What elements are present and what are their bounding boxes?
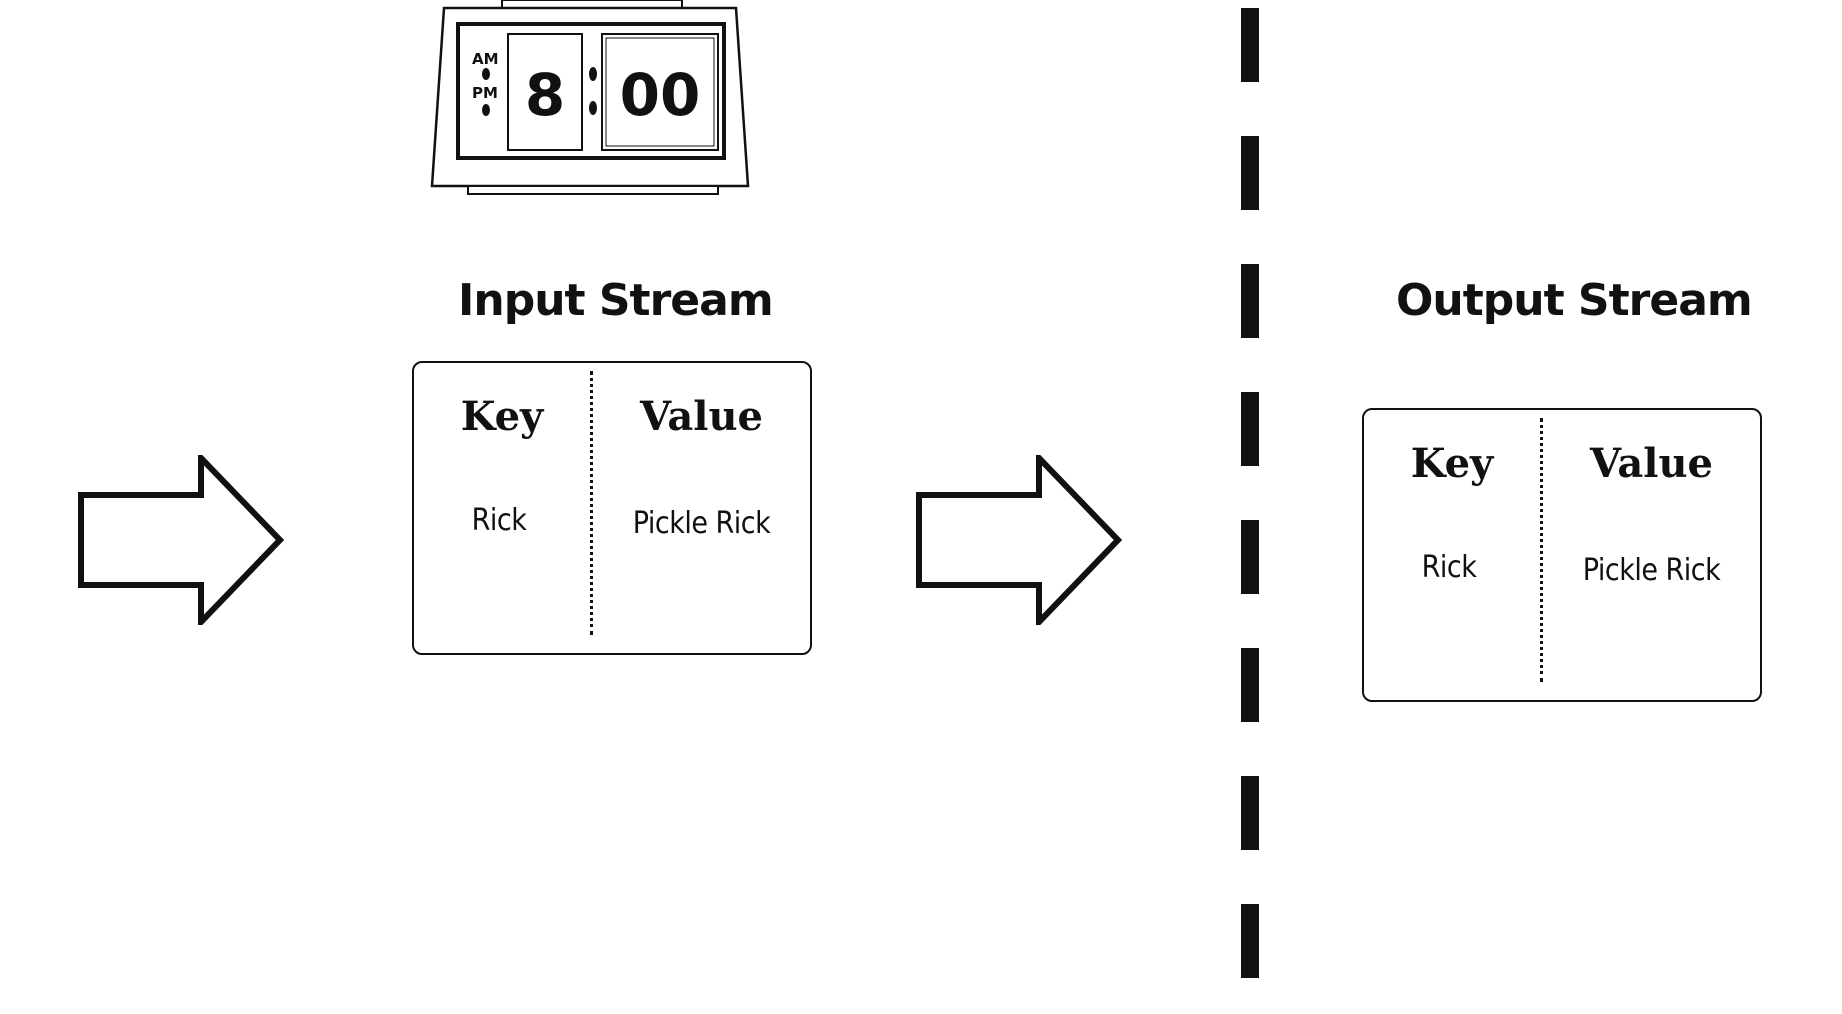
dashed-divider: [1240, 8, 1260, 988]
right-arrow-icon: [78, 455, 288, 625]
kv-divider: [590, 371, 593, 635]
key-cell: Rick: [1421, 550, 1477, 585]
kv-divider: [1540, 418, 1543, 682]
clock-minutes: 00: [620, 61, 701, 129]
value-cell: Pickle Rick: [632, 506, 771, 541]
input-stream-record: Key Value Rick Pickle Rick: [412, 361, 812, 655]
clock-pm-label: PM: [472, 84, 498, 102]
value-header: Value: [639, 393, 763, 440]
value-header: Value: [1589, 440, 1713, 487]
right-arrow-icon: [916, 455, 1126, 625]
clock-am-label: AM: [472, 50, 499, 68]
alarm-clock-icon: AM PM 8 00: [430, 0, 760, 200]
key-header: Key: [1410, 440, 1494, 487]
output-stream-record: Key Value Rick Pickle Rick: [1362, 408, 1762, 702]
key-header: Key: [460, 393, 544, 440]
clock-hour: 8: [525, 61, 565, 129]
input-stream-title: Input Stream: [458, 275, 774, 326]
key-cell: Rick: [471, 503, 527, 538]
value-cell: Pickle Rick: [1582, 553, 1721, 588]
output-stream-title: Output Stream: [1396, 275, 1753, 326]
